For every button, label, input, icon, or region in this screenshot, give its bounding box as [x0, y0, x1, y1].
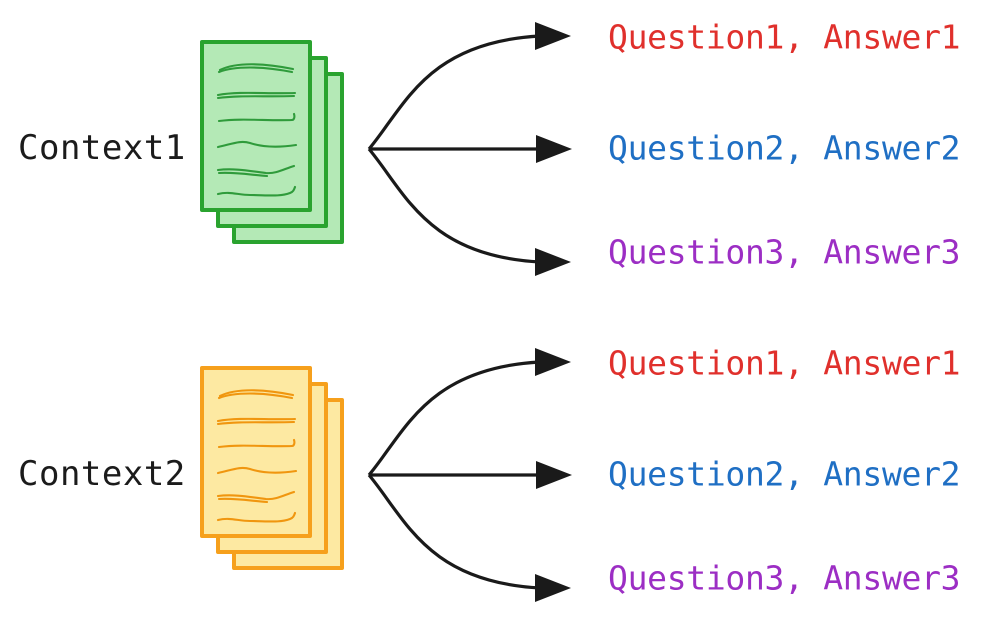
fan-out-arrows-icon-1	[367, 22, 572, 276]
context-label-1: Context1	[18, 128, 186, 168]
document-scribble-lines	[216, 63, 298, 197]
document-stack-icon-1	[200, 40, 360, 245]
qa-output-2-3: Question3, Answer3	[608, 558, 961, 598]
document-stack-icon-2	[200, 366, 360, 571]
qa-output-2-2: Question2, Answer2	[608, 454, 961, 494]
document-sheet-front	[200, 366, 312, 538]
document-sheet-front	[200, 40, 312, 212]
qa-output-2-1: Question1, Answer1	[608, 343, 961, 383]
context-label-2: Context2	[18, 454, 186, 494]
qa-output-1-3: Question3, Answer3	[608, 232, 961, 272]
document-scribble-lines	[216, 389, 298, 523]
qa-output-1-2: Question2, Answer2	[608, 128, 961, 168]
fan-out-arrows-icon-2	[367, 348, 572, 602]
qa-output-1-1: Question1, Answer1	[608, 17, 961, 57]
